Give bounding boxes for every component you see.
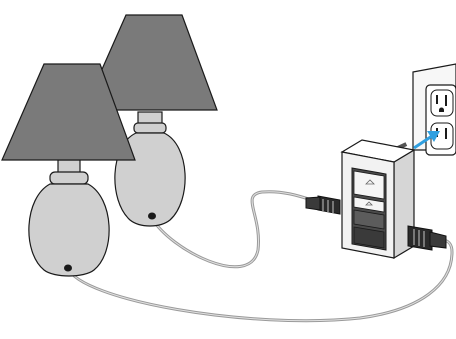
insert-arrow-icon [413,131,440,150]
lamp-front [1,63,136,277]
lower-button [353,209,385,230]
lamp-front-shade [1,63,136,161]
off-button [353,226,385,249]
on-indicator-icon [365,179,375,185]
back-lamp-plug [305,195,341,215]
plug-in-dimmer [340,139,416,260]
wall-plate [412,63,456,156]
lamp-front-base [28,159,110,277]
front-lamp-plug [407,225,447,251]
on-button [353,170,385,200]
wall-outlet [425,84,456,156]
raise-button [353,196,385,213]
raise-arrow-icon [365,201,373,206]
dimmer-control-panel [351,167,387,251]
lamp-back-base [114,111,186,227]
